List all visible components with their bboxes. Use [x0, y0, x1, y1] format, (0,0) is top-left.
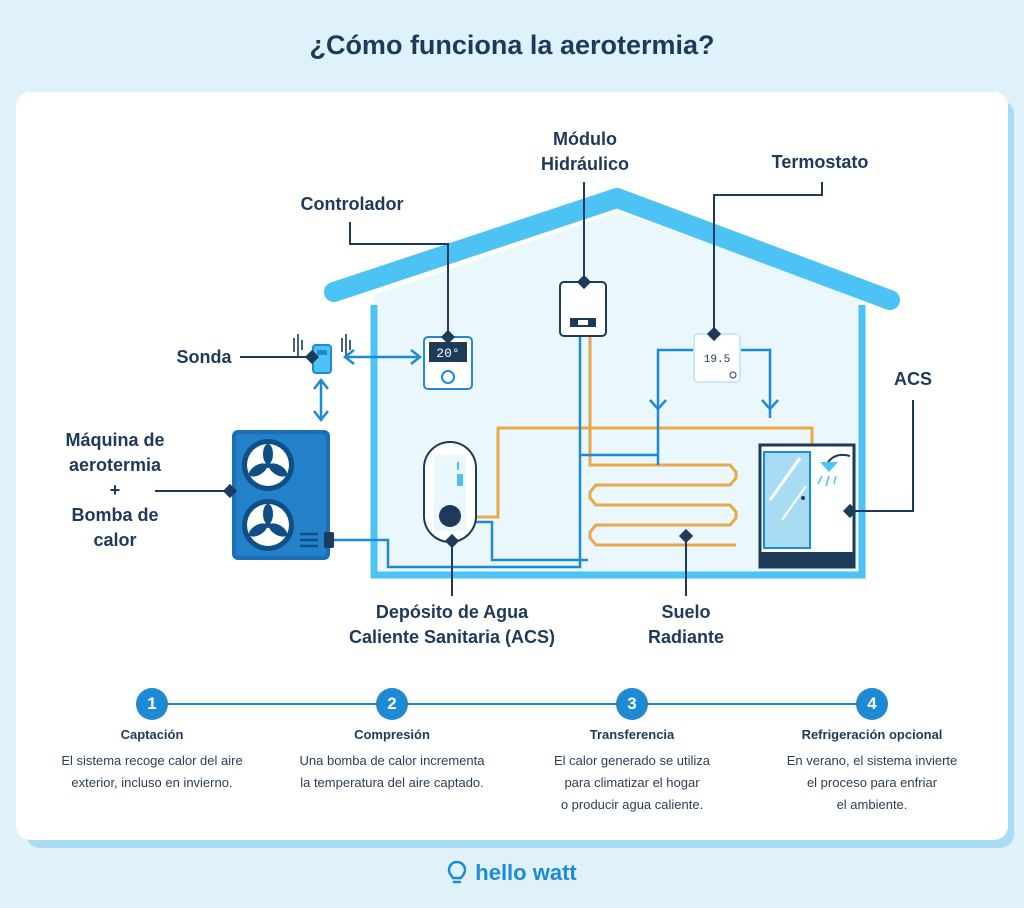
step-3-desc: El calor generado se utiliza para climat…	[553, 753, 711, 812]
thermostat-display: 19.5	[704, 354, 730, 366]
step-1-title: Captación	[120, 727, 184, 742]
step-2-desc: Una bomba de calor incrementa la tempera…	[299, 753, 485, 790]
leader-dots	[222, 274, 858, 549]
step-2-number: 2	[376, 688, 408, 720]
heat-pump-unit	[232, 430, 334, 560]
lightbulb-icon	[448, 860, 467, 884]
page-title: ¿Cómo funciona la aerotermia?	[309, 30, 715, 60]
house	[324, 188, 900, 579]
label-modulo-hidraulico: Módulo Hidráulico	[540, 129, 629, 174]
brand-name: hello watt	[475, 860, 577, 885]
shower-cabin	[758, 443, 856, 569]
label-termostato: Termostato	[771, 152, 869, 172]
step-1-number: 1	[136, 688, 168, 720]
brand-logo: hello watt	[0, 860, 1024, 886]
label-deposito-acs: Depósito de Agua Caliente Sanitaria (ACS…	[348, 602, 556, 647]
label-suelo-radiante: Suelo Radiante	[647, 602, 725, 647]
label-maquina-aerotermia: Máquina de aerotermia + Bomba de calor	[65, 430, 165, 550]
controller-device: 20°	[423, 336, 473, 390]
label-acs: ACS	[893, 369, 932, 389]
controller-display: 20°	[436, 346, 459, 361]
hot-water-pipes	[476, 335, 814, 547]
thermostat-device: 19.5	[693, 333, 741, 383]
sonda-device	[293, 334, 351, 374]
step-4-number: 4	[856, 688, 888, 720]
cold-water-pipes	[330, 335, 779, 569]
acs-tank	[423, 441, 477, 543]
step-3-title: Transferencia	[589, 727, 675, 742]
label-sonda: Sonda	[176, 347, 232, 367]
hydraulic-module	[559, 281, 607, 337]
signal-arrows	[313, 349, 423, 423]
leader-lines	[155, 182, 914, 596]
step-2-title: Compresión	[354, 727, 430, 742]
step-3-number: 3	[616, 688, 648, 720]
step-4-desc: En verano, el sistema invierte el proces…	[786, 753, 958, 812]
label-controlador: Controlador	[300, 194, 404, 214]
step-4-title: Refrigeración opcional	[801, 727, 943, 742]
step-1-desc: El sistema recoge calor del aire exterio…	[61, 753, 243, 790]
